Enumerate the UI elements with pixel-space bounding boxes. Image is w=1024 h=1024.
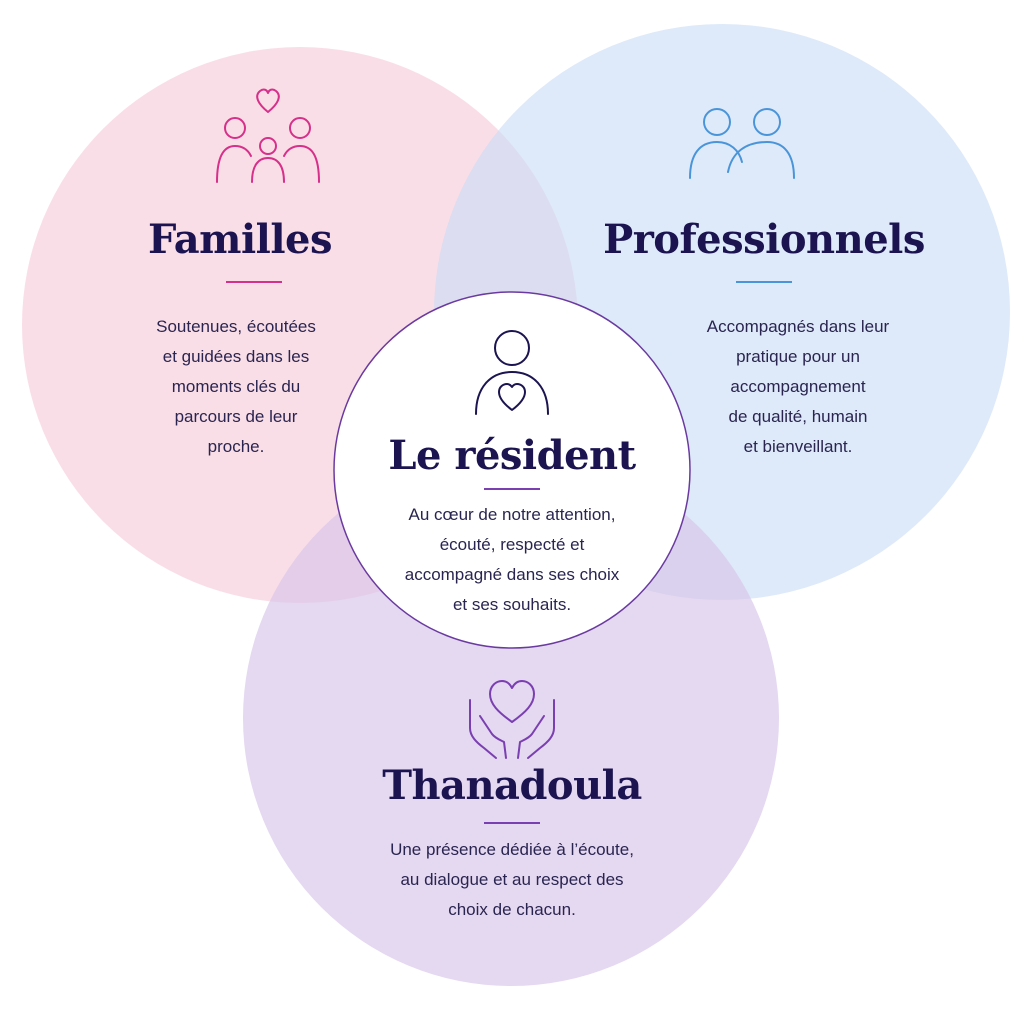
familles-divider: [226, 281, 282, 283]
thanadoula-divider: [484, 822, 540, 824]
thanadoula-description: Une présence dédiée à l’écoute, au dialo…: [390, 840, 634, 919]
resident-divider: [484, 488, 540, 490]
family-heart-icon: [216, 88, 320, 183]
familles-description: Soutenues, écoutées et guidées dans les …: [156, 317, 316, 456]
resident-description-block: Au cœur de notre attention, écouté, resp…: [364, 500, 660, 620]
thanadoula-section: Thanadoula: [362, 758, 662, 814]
resident-description: Au cœur de notre attention, écouté, resp…: [404, 505, 620, 614]
resident-circle: [333, 291, 691, 649]
resident-title: Le résident: [388, 432, 636, 479]
familles-title: Familles: [147, 216, 333, 263]
professionnels-description: Accompagnés dans leur pratique pour un a…: [706, 317, 890, 456]
hands-heart-icon: [469, 680, 555, 759]
professionnels-section: Professionnels: [594, 212, 934, 268]
professionnels-description-block: Accompagnés dans leur pratique pour un a…: [660, 312, 936, 462]
thanadoula-description-block: Une présence dédiée à l’écoute, au dialo…: [342, 835, 682, 925]
thanadoula-title: Thanadoula: [382, 762, 642, 809]
familles-section: Familles: [110, 212, 370, 268]
two-people-icon: [689, 108, 795, 179]
resident-section: Le résident: [362, 428, 662, 484]
professionnels-title: Professionnels: [603, 216, 925, 263]
professionnels-divider: [736, 281, 792, 283]
familles-description-block: Soutenues, écoutées et guidées dans les …: [116, 312, 356, 462]
person-heart-icon: [475, 330, 549, 415]
